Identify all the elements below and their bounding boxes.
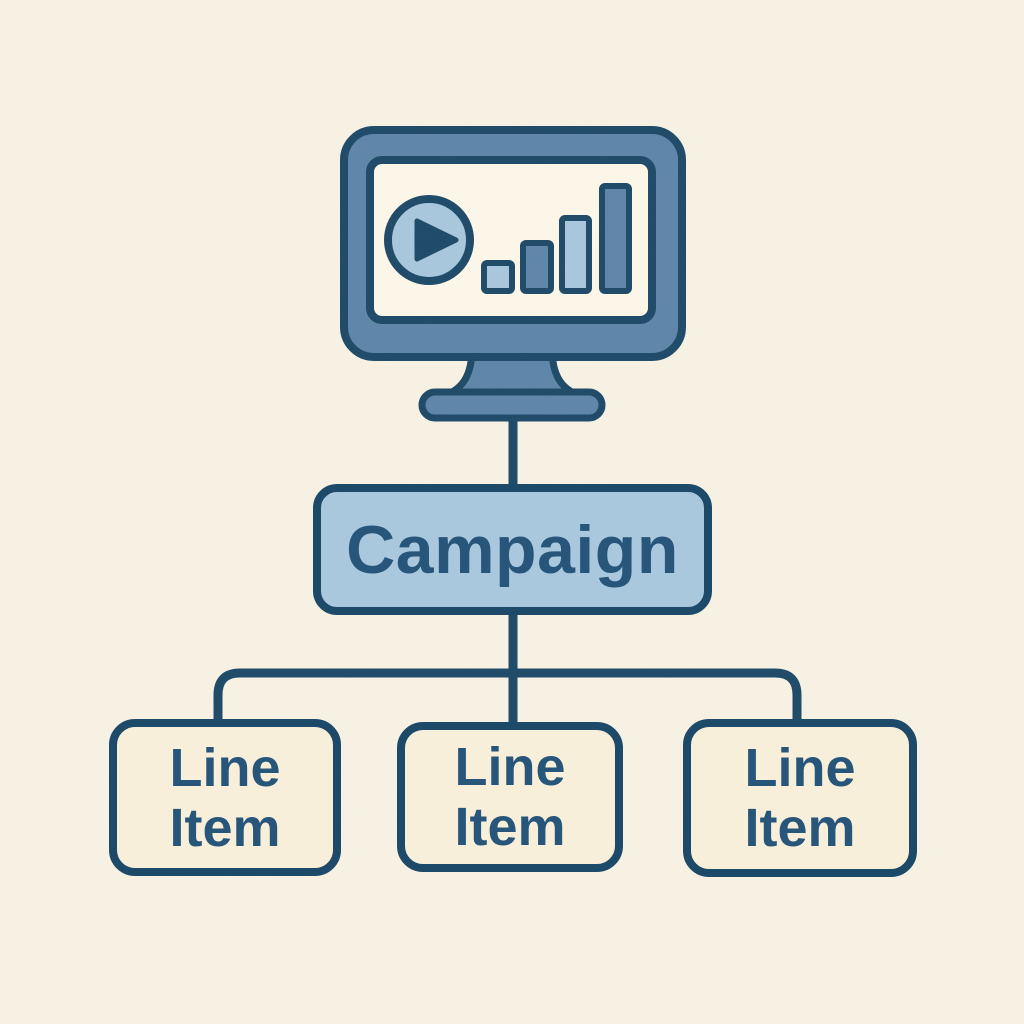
line-item-label-line2: Item	[744, 798, 856, 858]
line-item-label-line2: Item	[454, 797, 566, 857]
line-item-node-2: Line Item	[397, 722, 623, 872]
line-item-label-line2: Item	[169, 797, 281, 858]
line-item-label-line1: Line	[454, 737, 566, 797]
line-item-node-3: Line Item	[683, 719, 917, 877]
campaign-node: Campaign	[313, 484, 712, 615]
line-item-label-line1: Line	[744, 738, 856, 798]
campaign-label: Campaign	[346, 511, 679, 588]
line-item-label-line1: Line	[169, 737, 281, 798]
line-item-node-1: Line Item	[109, 719, 341, 876]
